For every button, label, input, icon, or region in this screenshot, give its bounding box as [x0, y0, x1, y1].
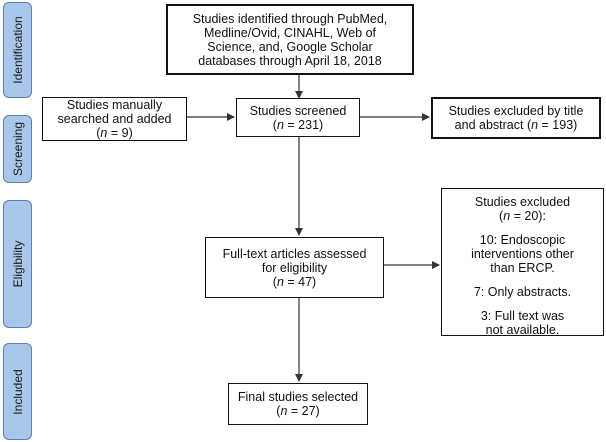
- manual-line-2: searched and added: [57, 112, 172, 126]
- fulltext-line-2: for eligibility: [261, 260, 328, 275]
- excluded-title-count: and abstract (n = 193): [454, 118, 578, 132]
- screened-count: (n = 231): [272, 117, 324, 132]
- final-count: (n = 27): [276, 404, 320, 418]
- phase-screening: Screening: [3, 115, 32, 183]
- fulltext-count: (n = 47): [272, 274, 317, 289]
- identified-line-1: Studies identified through PubMed,: [192, 11, 388, 26]
- manual-line-1: Studies manually: [66, 98, 163, 112]
- box-studies-manual: Studies manually searched and added (n =…: [42, 97, 187, 141]
- excluded-count: (n = 20):: [499, 209, 546, 223]
- identified-line-4: databases through April 18, 2018: [198, 53, 382, 68]
- box-studies-excluded: Studies excluded (n = 20): 10: Endoscopi…: [441, 188, 604, 337]
- excluded-line-1: Studies excluded: [474, 195, 571, 209]
- reason1-line-2: interventions other: [471, 247, 574, 261]
- excluded-reason-3: 3: Full text was not available.: [481, 309, 564, 337]
- phase-included: Included: [3, 343, 32, 440]
- excluded-reason-1: 10: Endoscopic interventions other than …: [471, 233, 574, 275]
- phase-eligibility: Eligibility: [3, 200, 32, 328]
- reason2-line-1: 7: Only abstracts.: [473, 285, 572, 299]
- fulltext-line-1: Full-text articles assessed: [222, 246, 367, 261]
- screened-line-1: Studies screened: [249, 103, 347, 118]
- box-excluded-by-title: Studies excluded by title and abstract (…: [431, 97, 601, 139]
- identified-line-3: Science, and, Google Scholar: [207, 39, 373, 54]
- phase-identification: Identification: [3, 2, 32, 98]
- box-studies-identified: Studies identified through PubMed, Medli…: [166, 4, 414, 75]
- reason1-line-1: 10: Endoscopic: [479, 233, 566, 247]
- box-studies-screened: Studies screened (n = 231): [236, 98, 360, 137]
- box-fulltext-assessed: Full-text articles assessed for eligibil…: [205, 237, 384, 298]
- excluded-reason-2: 7: Only abstracts.: [474, 285, 571, 299]
- final-line-1: Final studies selected: [237, 390, 359, 404]
- manual-count: (n = 9): [96, 126, 133, 140]
- identified-line-2: Medline/Ovid, CINAHL, Web of: [203, 25, 377, 40]
- reason3-line-2: not available.: [485, 323, 560, 337]
- reason1-line-3: than ERCP.: [490, 261, 555, 275]
- excluded-header: Studies excluded (n = 20):: [475, 195, 570, 223]
- excluded-title-line-1: Studies excluded by title: [448, 104, 584, 118]
- reason3-line-1: 3: Full text was: [480, 309, 565, 323]
- box-final-studies: Final studies selected (n = 27): [228, 383, 368, 425]
